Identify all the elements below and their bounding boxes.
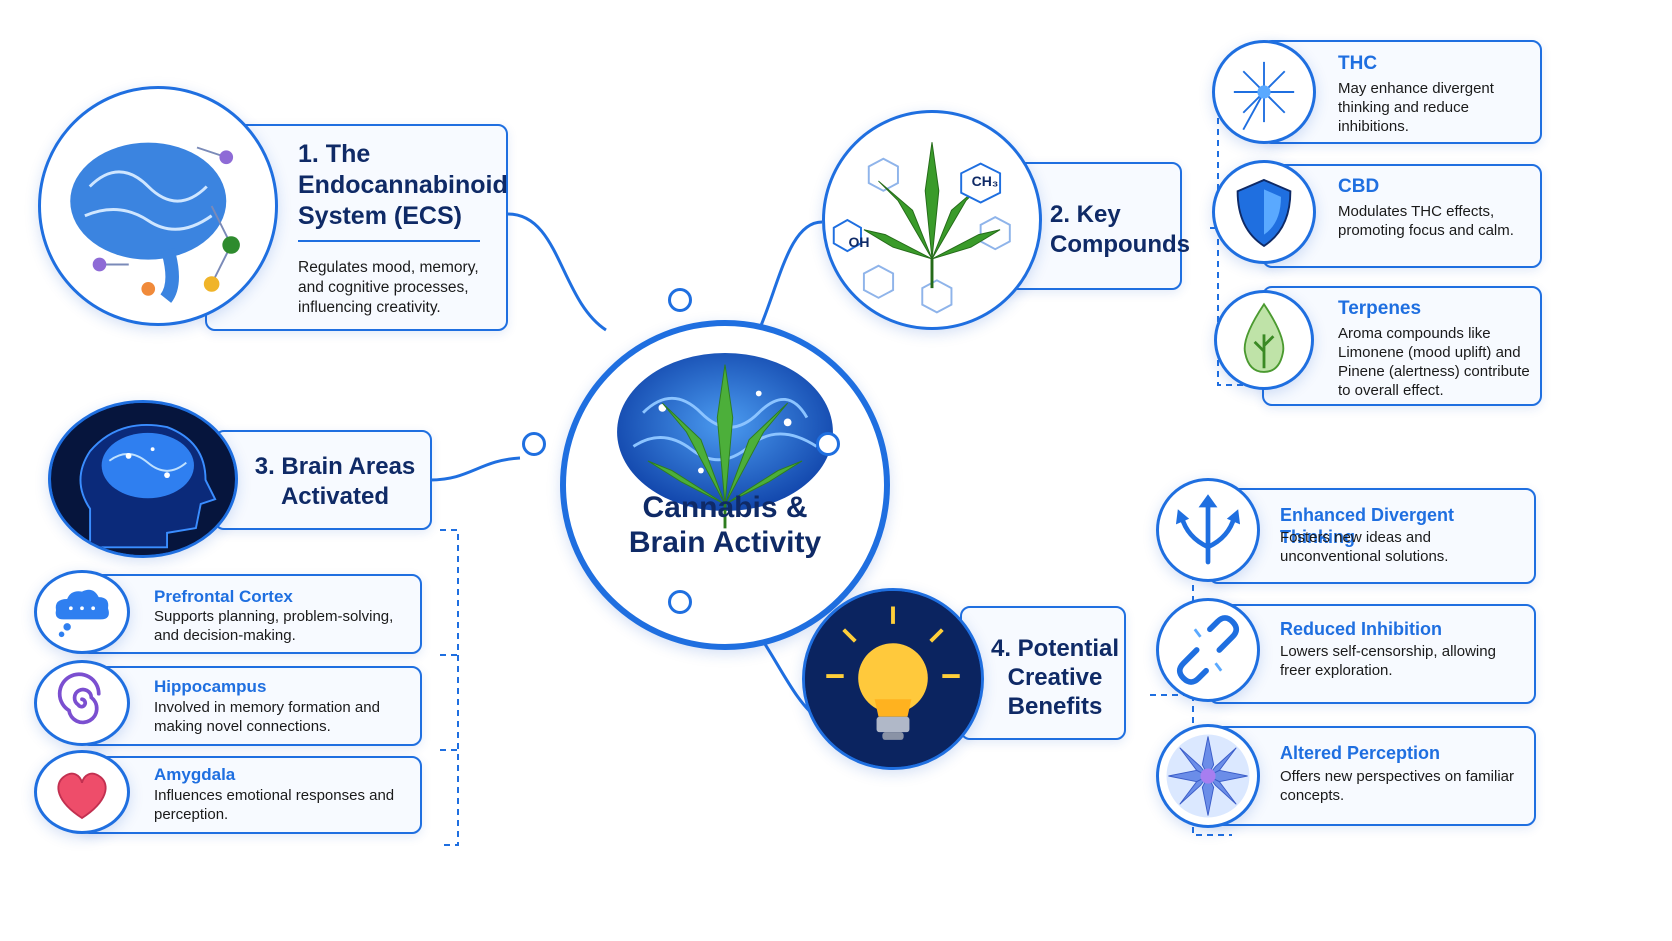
brain-network-icon — [70, 142, 240, 303]
ecs-title-line-3: System (ECS) — [298, 202, 462, 230]
hippocampus-icon-circle — [34, 660, 130, 746]
hippocampus-description: Involved in memory formation and making … — [154, 699, 380, 735]
leaf-drop-icon — [1243, 302, 1285, 373]
amygdala-card — [80, 756, 422, 834]
center-title-line-1: Cannabis & — [642, 491, 808, 524]
perception-icon-circle — [1156, 724, 1260, 828]
center-hub — [560, 320, 890, 650]
amygdala-description: Influences emotional responses and perce… — [154, 787, 395, 823]
oh-label: OH — [848, 234, 870, 250]
ecs-description: Regulates mood, memory, and cognitive pr… — [298, 259, 479, 316]
broken-chain-icon — [1176, 615, 1240, 685]
benefits-title-line-1: 4. Potential — [990, 635, 1120, 662]
divergent-title: Enhanced Divergent Thinking — [1280, 505, 1455, 547]
thought-cloud-icon — [55, 589, 109, 638]
compounds-title-line-1: 2. Key — [1050, 201, 1121, 228]
terpenes-title: Terpenes — [1338, 298, 1422, 319]
hub-node-top — [668, 288, 692, 312]
ecs-title-line-2: Endocannabinoid — [298, 171, 508, 199]
cannabis-brain-icon — [617, 352, 833, 529]
thc-icon-circle — [1212, 40, 1316, 144]
starburst-icon — [1233, 61, 1295, 131]
mandala-icon — [1166, 734, 1250, 818]
perception-title: Altered Perception — [1280, 743, 1441, 763]
shield-icon — [1236, 178, 1292, 248]
hub-node-left — [522, 432, 546, 456]
compounds-title: 2. Key Compounds — [1050, 200, 1190, 260]
terpenes-icon-circle — [1214, 290, 1314, 390]
brain-areas-title-line-2: Activated — [280, 483, 390, 510]
brain-areas-circle — [48, 400, 238, 558]
glowing-head-icon — [51, 403, 235, 555]
inhibition-description: Lowers self-censorship, allowing freer e… — [1280, 643, 1496, 679]
center-title: Cannabis & Brain Activity — [560, 490, 890, 560]
center-title-line-2: Brain Activity — [628, 526, 822, 559]
compounds-title-line-2: Compounds — [1050, 231, 1190, 258]
diverging-arrows-icon — [1175, 494, 1241, 565]
ecs-title: 1. The Endocannabinoid System (ECS) — [298, 139, 508, 232]
brain-areas-title: 3. Brain Areas Activated — [250, 452, 420, 512]
benefits-title-line-3: Benefits — [1007, 693, 1103, 720]
thc-title: THC — [1338, 53, 1378, 74]
ecs-divider — [298, 240, 480, 242]
divergent-icon-circle — [1156, 478, 1260, 582]
ecs-circle — [38, 86, 278, 326]
hippocampus-title: Hippocampus — [154, 677, 267, 696]
prefrontal-title: Prefrontal Cortex — [154, 587, 293, 606]
inhibition-title: Reduced Inhibition — [1280, 619, 1442, 639]
hippocampus-card — [80, 666, 422, 746]
ecs-title-line-1: 1. The — [298, 140, 371, 168]
divergent-card — [1208, 488, 1536, 584]
amygdala-title: Amygdala — [154, 765, 236, 784]
perception-card — [1208, 726, 1536, 826]
hub-node-bottom — [668, 590, 692, 614]
ch3-label: CH₃ — [971, 173, 999, 189]
prefrontal-icon-circle — [34, 570, 130, 654]
cannabis-leaf-icon — [832, 142, 1011, 314]
benefits-title-line-2: Creative — [1007, 664, 1103, 691]
spiral-icon — [57, 672, 101, 725]
cbd-description: Modulates THC effects, promoting focus a… — [1338, 203, 1514, 239]
inhibition-icon-circle — [1156, 598, 1260, 702]
prefrontal-card — [80, 574, 422, 654]
divergent-description: Fosters new ideas and unconventional sol… — [1280, 529, 1449, 565]
perception-description: Offers new perspectives on familiar conc… — [1280, 768, 1514, 804]
hub-node-right — [816, 432, 840, 456]
benefits-title: 4. Potential Creative Benefits — [985, 634, 1125, 721]
compounds-circle — [822, 110, 1042, 330]
amygdala-icon-circle — [34, 750, 130, 834]
prefrontal-description: Supports planning, problem-solving, and … — [154, 608, 394, 644]
inhibition-card — [1208, 604, 1536, 704]
benefits-card — [960, 606, 1126, 740]
brain-areas-title-line-1: 3. Brain Areas — [254, 453, 416, 480]
terpenes-description: Aroma compounds like Limonene (mood upli… — [1338, 325, 1530, 399]
benefits-circle — [802, 588, 984, 770]
lightbulb-icon — [805, 591, 981, 767]
cbd-icon-circle — [1212, 160, 1316, 264]
cbd-title: CBD — [1338, 176, 1380, 197]
brain-areas-card — [214, 430, 432, 530]
thc-description: May enhance divergent thinking and reduc… — [1338, 80, 1494, 135]
heart-icon — [57, 772, 107, 820]
